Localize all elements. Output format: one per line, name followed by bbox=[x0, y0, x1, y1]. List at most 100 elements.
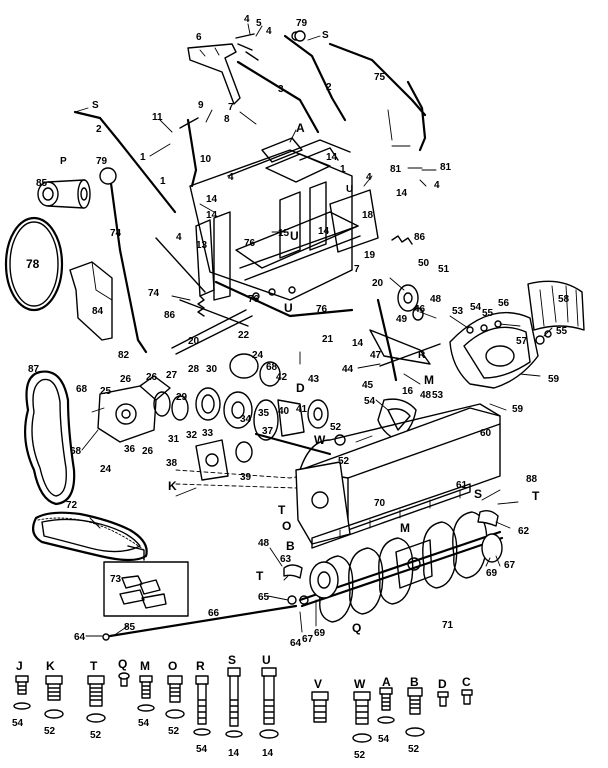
callout-32: 32 bbox=[186, 430, 198, 441]
callout-4: 4 bbox=[434, 180, 440, 191]
callout-85: 85 bbox=[36, 178, 48, 189]
callout-82: 82 bbox=[118, 350, 130, 361]
callout-14: 14 bbox=[206, 194, 218, 205]
callout-14: 14 bbox=[206, 210, 218, 221]
callout-M: M bbox=[424, 373, 434, 387]
callout-54: 54 bbox=[470, 302, 482, 313]
bolt-V bbox=[311, 691, 329, 723]
hardware-letter-S: S bbox=[228, 653, 236, 667]
callout-51: 51 bbox=[438, 264, 450, 275]
callout-P: P bbox=[60, 156, 67, 167]
hardware-qty-O: 52 bbox=[168, 726, 180, 737]
callout-42: 42 bbox=[276, 372, 288, 383]
hardware-legend bbox=[13, 667, 473, 743]
callout-7: 7 bbox=[354, 264, 360, 275]
callout-5: 5 bbox=[256, 18, 262, 29]
callout-68: 68 bbox=[76, 384, 88, 395]
callout-68: 68 bbox=[70, 446, 82, 457]
callout-50: 50 bbox=[418, 258, 430, 269]
box-73 bbox=[103, 545, 189, 617]
callout-56: 56 bbox=[498, 298, 510, 309]
callout-24: 24 bbox=[252, 350, 264, 361]
callout-26: 26 bbox=[146, 372, 158, 383]
callout-36: 36 bbox=[124, 444, 136, 455]
hub-67 bbox=[309, 561, 339, 599]
callout-T: T bbox=[256, 569, 264, 583]
callout-14: 14 bbox=[352, 338, 364, 349]
callout-65: 65 bbox=[258, 592, 270, 603]
callout-4: 4 bbox=[244, 14, 250, 25]
bolt-J bbox=[13, 675, 31, 710]
callout-16: 16 bbox=[402, 386, 414, 397]
hardware-qty-T: 52 bbox=[90, 730, 102, 741]
bolt-R bbox=[193, 675, 211, 736]
bolt-C bbox=[461, 689, 473, 705]
callout-4: 4 bbox=[228, 172, 234, 183]
hardware-qty-A: 54 bbox=[378, 734, 390, 745]
hardware-qty-S: 14 bbox=[228, 748, 240, 759]
callout-47: 47 bbox=[370, 350, 382, 361]
chain-72 bbox=[31, 511, 148, 562]
hardware-letter-R: R bbox=[196, 659, 205, 673]
callout-87: 87 bbox=[28, 364, 40, 375]
callout-52: 52 bbox=[330, 422, 342, 433]
callout-64: 64 bbox=[74, 632, 86, 643]
callout-labels: 6 4 5 4 79 S 3 2 75 S 2 9 11 7 8 A 1 P 7… bbox=[26, 14, 570, 649]
callout-K: K bbox=[168, 479, 177, 493]
callout-S: S bbox=[474, 487, 482, 501]
bolt-K bbox=[44, 675, 64, 719]
shield-57 bbox=[449, 311, 539, 389]
callout-78: 78 bbox=[26, 257, 40, 271]
callout-6: 6 bbox=[196, 32, 202, 43]
leader-lines bbox=[74, 23, 553, 637]
bolt-Q bbox=[118, 672, 130, 687]
callout-81: 81 bbox=[440, 162, 452, 173]
hardware-letter-M: M bbox=[140, 659, 150, 673]
bolt-D bbox=[437, 691, 449, 707]
belt-78 bbox=[4, 216, 64, 312]
hardware-letter-J: J bbox=[16, 659, 23, 673]
callout-30: 30 bbox=[206, 364, 218, 375]
callout-11: 11 bbox=[152, 112, 163, 123]
hardware-letter-B: B bbox=[410, 675, 419, 689]
hardware-letter-K: K bbox=[46, 659, 55, 673]
auger-housing-60 bbox=[295, 403, 501, 549]
callout-22: 22 bbox=[238, 330, 250, 341]
hardware-letter-D: D bbox=[438, 677, 447, 691]
callout-S: S bbox=[92, 100, 99, 111]
callout-84: 84 bbox=[92, 306, 104, 317]
callout-63: 63 bbox=[280, 554, 292, 565]
callout-1: 1 bbox=[340, 164, 346, 175]
callout-1: 1 bbox=[140, 152, 146, 163]
callout-71: 71 bbox=[442, 620, 454, 631]
callout-35: 35 bbox=[258, 408, 270, 419]
callout-20: 20 bbox=[372, 278, 384, 289]
callout-73: 73 bbox=[110, 574, 122, 585]
callout-26: 26 bbox=[120, 374, 132, 385]
callout-59: 59 bbox=[548, 374, 560, 385]
knob-79 bbox=[99, 167, 117, 185]
callout-2: 2 bbox=[326, 82, 332, 93]
callout-28: 28 bbox=[188, 364, 200, 375]
callout-75: 75 bbox=[374, 72, 386, 83]
callout-37: 37 bbox=[262, 426, 274, 437]
callout-76: 76 bbox=[316, 304, 328, 315]
callout-48: 48 bbox=[420, 390, 432, 401]
callout-20: 20 bbox=[188, 336, 200, 347]
callout-88: 88 bbox=[526, 474, 538, 485]
callout-58: 58 bbox=[558, 294, 570, 305]
main-frame bbox=[171, 117, 413, 355]
hardware-qty-W: 52 bbox=[354, 750, 366, 761]
callout-53: 53 bbox=[432, 390, 444, 401]
callout-62: 62 bbox=[518, 526, 530, 537]
bolt-O bbox=[165, 675, 185, 719]
hardware-letter-V: V bbox=[314, 677, 322, 691]
callout-U: U bbox=[346, 184, 353, 195]
bolt-S bbox=[225, 667, 243, 738]
callout-54: 54 bbox=[364, 396, 376, 407]
callout-81: 81 bbox=[390, 164, 402, 175]
callout-Q: Q bbox=[352, 621, 361, 635]
callout-69: 69 bbox=[486, 568, 498, 579]
pulley-assembly bbox=[369, 284, 441, 382]
